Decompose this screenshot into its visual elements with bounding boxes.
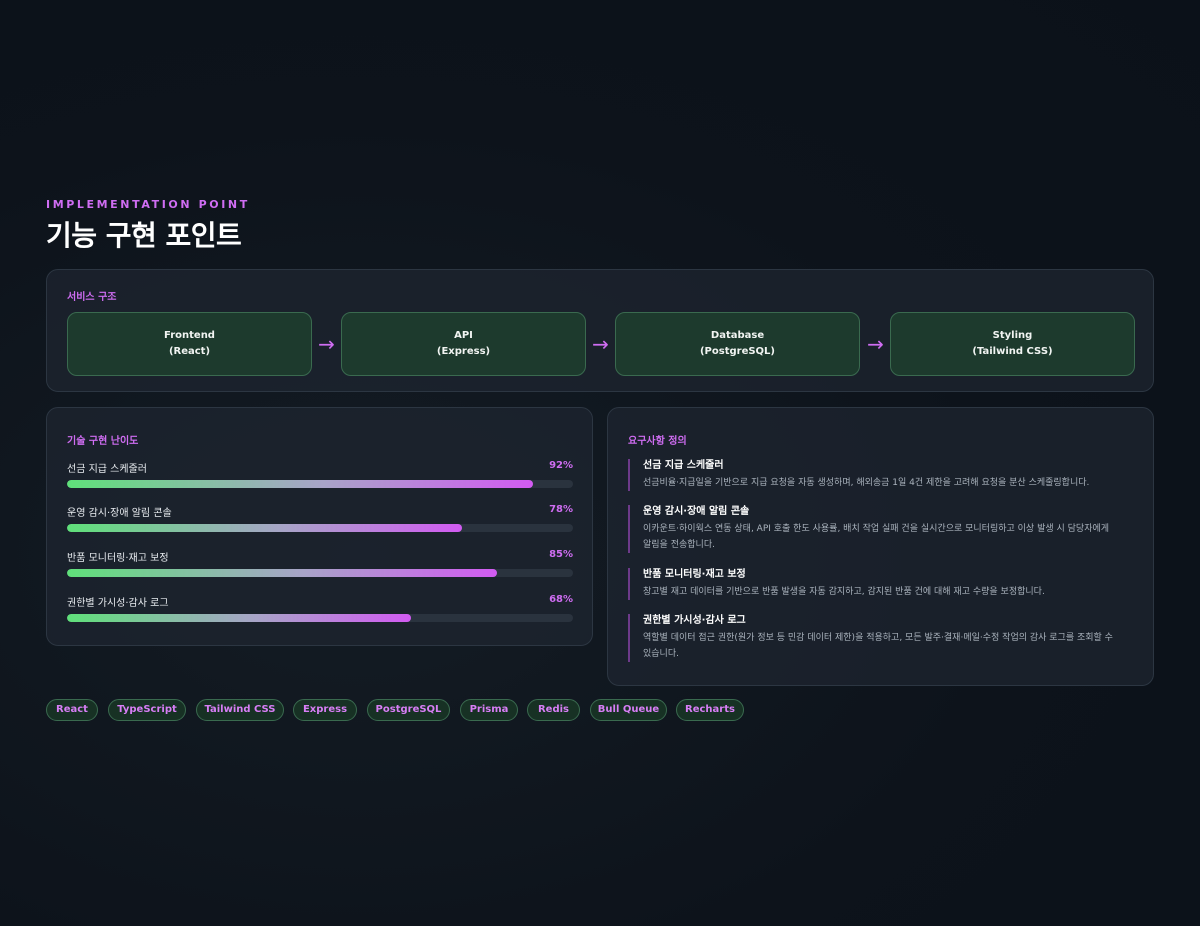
difficulty-percent: 78%: [549, 504, 573, 515]
tech-tag: PostgreSQL: [367, 699, 450, 721]
arch-node-name: Styling: [992, 330, 1033, 341]
requirement-desc: 창고별 재고 데이터를 기반으로 반품 발생을 자동 감지하고, 감지된 반품 …: [643, 587, 1045, 597]
arch-node-styling: Styling (Tailwind CSS): [890, 312, 1135, 376]
architecture-flow: Frontend (React) → API (Express) → Datab…: [67, 312, 1135, 376]
arch-node-name: API: [454, 330, 473, 341]
progress-track: [67, 480, 573, 488]
architecture-card: 서비스 구조 Frontend (React) → API (Express) …: [46, 269, 1154, 392]
requirements-card: 요구사항 정의 선금 지급 스케줄러 선금비율·지급일을 기반으로 지급 요청을…: [607, 407, 1154, 686]
difficulty-percent: 92%: [549, 460, 573, 471]
progress-fill: [67, 569, 498, 577]
difficulty-percent: 68%: [549, 594, 573, 605]
difficulty-item: 선금 지급 스케줄러 92%: [67, 460, 573, 490]
tech-tag: Express: [293, 699, 357, 721]
arch-node-api: API (Express): [341, 312, 586, 376]
arch-node-database: Database (PostgreSQL): [615, 312, 860, 376]
arrow-right-icon: →: [318, 332, 335, 356]
requirement-desc: 선금비율·지급일을 기반으로 지급 요청을 자동 생성하며, 해외송금 1일 4…: [643, 478, 1090, 488]
requirement-item: 선금 지급 스케줄러 선금비율·지급일을 기반으로 지급 요청을 자동 생성하며…: [628, 459, 1118, 491]
tech-tag: Redis: [527, 699, 580, 721]
page-title: 기능 구현 포인트: [46, 219, 242, 252]
architecture-label: 서비스 구조: [67, 292, 117, 303]
tech-tag: React: [46, 699, 98, 721]
arch-node-detail: (React): [168, 346, 211, 357]
tech-tag: Recharts: [676, 699, 744, 721]
difficulty-name: 반품 모니터링·재고 보정: [67, 553, 169, 564]
tech-tag: Tailwind CSS: [196, 699, 284, 721]
arch-node-frontend: Frontend (React): [67, 312, 312, 376]
difficulty-item: 반품 모니터링·재고 보정 85%: [67, 549, 573, 579]
difficulty-name: 권한별 가시성·감사 로그: [67, 598, 169, 609]
requirement-title: 반품 모니터링·재고 보정: [643, 569, 746, 580]
difficulty-item: 권한별 가시성·감사 로그 68%: [67, 594, 573, 624]
progress-fill: [67, 614, 412, 622]
arch-node-detail: (Express): [436, 346, 491, 357]
difficulty-card: 기술 구현 난이도 선금 지급 스케줄러 92% 운영 감시·장애 알림 콘솔 …: [46, 407, 593, 646]
requirement-title: 선금 지급 스케줄러: [643, 460, 724, 471]
arch-node-name: Database: [710, 330, 765, 341]
requirement-item: 반품 모니터링·재고 보정 창고별 재고 데이터를 기반으로 반품 발생을 자동…: [628, 568, 1118, 600]
tech-tag: Bull Queue: [590, 699, 667, 721]
arch-node-detail: (Tailwind CSS): [972, 346, 1053, 357]
section-eyebrow: IMPLEMENTATION POINT: [46, 198, 250, 211]
arrow-right-icon: →: [867, 332, 884, 356]
tech-tag: TypeScript: [108, 699, 186, 721]
requirement-item: 권한별 가시성·감사 로그 역할별 데이터 접근 권한(원가 정보 등 민감 데…: [628, 614, 1118, 662]
progress-track: [67, 569, 573, 577]
requirement-title: 운영 감시·장애 알림 콘솔: [643, 506, 750, 517]
difficulty-percent: 85%: [549, 549, 573, 560]
difficulty-name: 선금 지급 스케줄러: [67, 464, 147, 475]
progress-track: [67, 614, 573, 622]
progress-fill: [67, 480, 533, 488]
difficulty-item: 운영 감시·장애 알림 콘솔 78%: [67, 504, 573, 534]
progress-track: [67, 524, 573, 532]
tech-tag-list: React TypeScript Tailwind CSS Express Po…: [46, 699, 1154, 721]
tech-tag: Prisma: [460, 699, 518, 721]
requirement-title: 권한별 가시성·감사 로그: [643, 615, 746, 626]
requirement-desc: 이카운트·하이웍스 연동 상태, API 호출 한도 사용률, 배치 작업 실패…: [643, 524, 1110, 550]
difficulty-label: 기술 구현 난이도: [67, 436, 139, 447]
arrow-right-icon: →: [592, 332, 609, 356]
progress-fill: [67, 524, 462, 532]
arch-node-detail: (PostgreSQL): [699, 346, 776, 357]
requirement-item: 운영 감시·장애 알림 콘솔 이카운트·하이웍스 연동 상태, API 호출 한…: [628, 505, 1118, 553]
arch-node-name: Frontend: [164, 330, 215, 341]
difficulty-name: 운영 감시·장애 알림 콘솔: [67, 508, 172, 519]
requirement-desc: 역할별 데이터 접근 권한(원가 정보 등 민감 데이터 제한)을 적용하고, …: [643, 633, 1113, 659]
requirements-label: 요구사항 정의: [628, 436, 687, 447]
